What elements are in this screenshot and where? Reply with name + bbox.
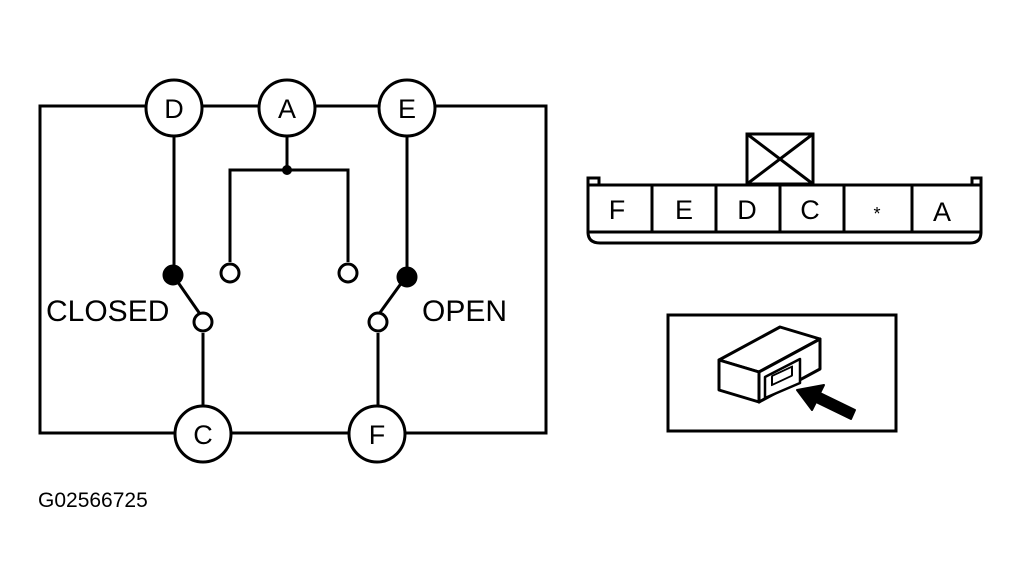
closed-contact-filled — [162, 264, 184, 286]
frame-top-right — [406, 104, 548, 435]
terminal-a: A — [257, 78, 317, 138]
c-pivot-contact — [192, 311, 214, 333]
terminal-c-label: C — [193, 420, 213, 450]
figure-code: G02566725 — [38, 489, 148, 512]
terminal-c: C — [173, 404, 233, 464]
open-label: OPEN — [422, 295, 507, 328]
a-bracket — [228, 168, 350, 262]
terminal-f: F — [347, 404, 407, 464]
junction-dot — [282, 165, 292, 175]
pin-cell-5 — [842, 183, 914, 234]
connector-face — [586, 132, 983, 245]
relay-block-with-arrow-icon — [717, 325, 856, 420]
terminal-a-label: A — [278, 94, 296, 124]
a-left-contact — [219, 262, 241, 284]
switch-contacts — [162, 262, 418, 333]
frame-top-left — [38, 104, 175, 435]
a-right-contact — [337, 262, 359, 284]
terminal-e: E — [377, 78, 437, 138]
pin-cell-3 — [714, 183, 782, 234]
left-switch-blade — [173, 277, 202, 315]
pin-label-1: F — [609, 195, 626, 225]
locator-inset — [666, 313, 898, 433]
open-contact-filled — [396, 266, 418, 288]
terminal-e-label: E — [398, 94, 416, 124]
pin-cell-2 — [650, 183, 718, 234]
pin-cell-6 — [910, 183, 983, 234]
pin-label-3: D — [737, 195, 757, 225]
f-pivot-contact — [367, 311, 389, 333]
terminal-f-label: F — [369, 420, 386, 450]
pin-cell-1 — [586, 183, 654, 234]
switch-schematic — [38, 104, 548, 435]
terminal-d: D — [144, 78, 204, 138]
pin-label-5: * — [873, 204, 880, 224]
pin-label-4: C — [800, 195, 820, 225]
terminal-d-label: D — [164, 94, 184, 124]
pin-label-6: A — [933, 197, 951, 227]
closed-label: CLOSED — [46, 295, 169, 328]
pin-label-2: E — [675, 195, 693, 225]
